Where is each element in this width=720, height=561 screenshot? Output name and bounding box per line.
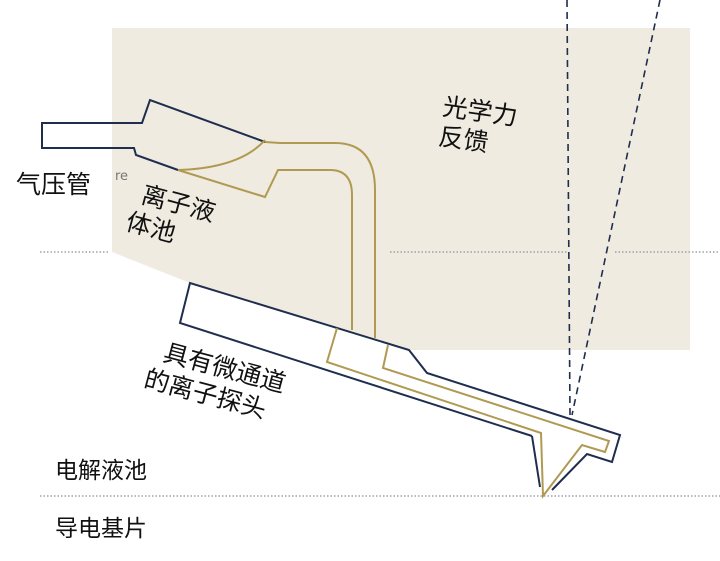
microchannel-inner (329, 169, 353, 330)
conductive-substrate-label: 导电基片 (55, 516, 147, 542)
laser-reflected-line (571, 0, 661, 416)
microchannel-outer (264, 141, 376, 338)
residual-text: re (115, 169, 129, 184)
reservoir-outline-bottom (112, 147, 179, 171)
probe-tip-left-edge (531, 435, 541, 488)
probe-outline (178, 281, 622, 491)
air-tube-outline-top (41, 122, 112, 149)
probe-channel (325, 327, 611, 499)
reservoir-outline-top (112, 98, 266, 143)
reservoir-meniscus (177, 139, 266, 171)
optical-feedback-label: 光学力 反馈 (437, 92, 519, 162)
air-tube-label: 气压管 (16, 170, 92, 199)
background-panel (112, 28, 690, 350)
electrolyte-pool-label: 电解液池 (55, 458, 147, 484)
laser-incident-line (566, 0, 571, 416)
reservoir-gold-bottom (177, 169, 330, 199)
